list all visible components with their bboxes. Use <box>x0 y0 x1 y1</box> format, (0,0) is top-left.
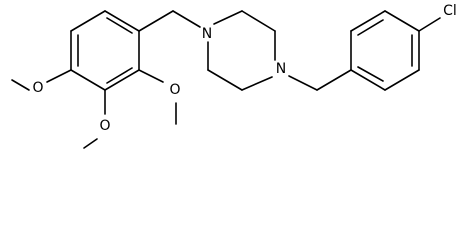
bond <box>418 17 441 32</box>
bond <box>70 69 106 91</box>
trimethoxyphenyl-ring <box>70 10 140 91</box>
bond <box>241 76 273 91</box>
oxygen-atom-label: O <box>169 82 180 98</box>
piperazine-ring <box>207 10 276 91</box>
methoxy-groups <box>11 69 177 149</box>
chlorine-atom-label: Cl <box>443 3 457 19</box>
aromatic-double-bond <box>357 66 384 82</box>
bond <box>83 138 98 149</box>
bond <box>316 69 352 91</box>
bond <box>104 10 140 32</box>
benzyl-linker-left <box>138 10 201 32</box>
oxygen-atom-label: O <box>32 80 43 96</box>
bond <box>138 10 174 32</box>
bond <box>384 69 420 91</box>
bond <box>241 10 276 32</box>
bond <box>384 10 420 32</box>
oxygen-atom-label: O <box>99 118 110 134</box>
bond <box>104 69 140 91</box>
bond <box>350 69 386 91</box>
bond <box>207 69 243 91</box>
bond <box>70 10 106 32</box>
bond <box>350 10 386 32</box>
chemical-structure: N N Cl O O O <box>11 3 457 149</box>
benzyl-linker-right <box>288 69 352 91</box>
aromatic-double-bond <box>106 17 133 34</box>
aromatic-double-bond <box>357 19 384 36</box>
nitrogen-atom-label: N <box>202 26 212 42</box>
bond <box>46 69 72 83</box>
nitrogen-atom-label: N <box>276 61 286 77</box>
aromatic-double-bond <box>106 67 133 84</box>
bond <box>213 10 243 25</box>
bond <box>138 69 164 83</box>
atom-labels: N N Cl O O O <box>32 3 456 134</box>
bond <box>288 75 318 91</box>
bond <box>11 79 30 91</box>
chlorophenyl-ring <box>350 10 441 91</box>
bond <box>172 10 201 28</box>
